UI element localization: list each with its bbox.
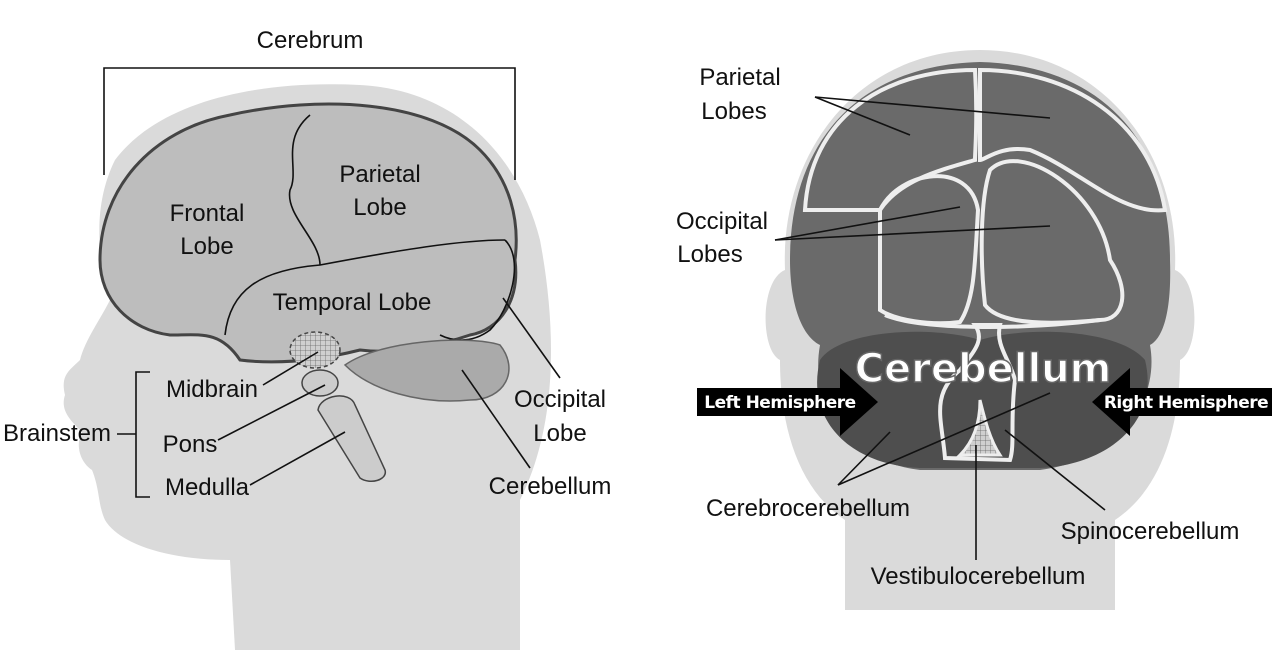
label-parietal-lobe-1: Parietal: [339, 161, 420, 188]
cerebellum-shape: [343, 339, 510, 402]
label-medulla: Medulla: [165, 474, 250, 501]
brain-cerebrum: [98, 102, 518, 364]
medulla-shape: [317, 395, 386, 482]
label-left-hemisphere: Left Hemisphere: [704, 393, 855, 413]
vestibulocerebellum-shape: [956, 399, 1003, 457]
label-pons: Pons: [163, 431, 218, 458]
label-temporal-lobe: Temporal Lobe: [273, 289, 432, 316]
left-hemisphere-arrow: [697, 368, 878, 436]
label-frontal-lobe-2: Lobe: [180, 233, 233, 260]
label-cerebrocerebellum: Cerebrocerebellum: [706, 495, 910, 522]
midbrain-shape: [289, 331, 341, 369]
label-cerebellum-rear: Cerebellum: [855, 346, 1112, 392]
label-occipital-lobe-1: Occipital: [514, 386, 606, 413]
cerebellum-rear: [817, 331, 1148, 468]
label-occipital-lobes-1: Occipital: [676, 208, 768, 235]
pons-shape: [301, 369, 339, 397]
right-hemisphere-arrow: [1092, 368, 1272, 436]
label-parietal-lobes-1: Parietal: [699, 64, 780, 91]
label-parietal-lobe-2: Lobe: [353, 194, 406, 221]
label-cerebellum-side: Cerebellum: [489, 473, 612, 500]
label-vestibulocerebellum: Vestibulocerebellum: [871, 563, 1086, 590]
label-parietal-lobes-2: Lobes: [701, 98, 766, 125]
brainstem-bracket: [117, 371, 150, 498]
label-midbrain: Midbrain: [166, 376, 258, 403]
lobe-outlines: [802, 67, 1168, 463]
label-frontal-lobe-1: Frontal: [170, 200, 245, 227]
rear-view: Cerebellum Left Hemisphere Right Hemisph…: [676, 50, 1272, 610]
label-brainstem: Brainstem: [3, 420, 111, 447]
cerebrum-bracket: [103, 67, 516, 180]
label-occipital-lobe-2: Lobe: [533, 420, 586, 447]
label-right-hemisphere: Right Hemisphere: [1104, 393, 1268, 413]
label-occipital-lobes-2: Lobes: [677, 241, 742, 268]
label-spinocerebellum: Spinocerebellum: [1061, 518, 1240, 545]
label-cerebrum: Cerebrum: [257, 27, 364, 54]
side-view: Cerebrum Frontal Lobe Parietal Lobe Temp…: [3, 27, 612, 651]
